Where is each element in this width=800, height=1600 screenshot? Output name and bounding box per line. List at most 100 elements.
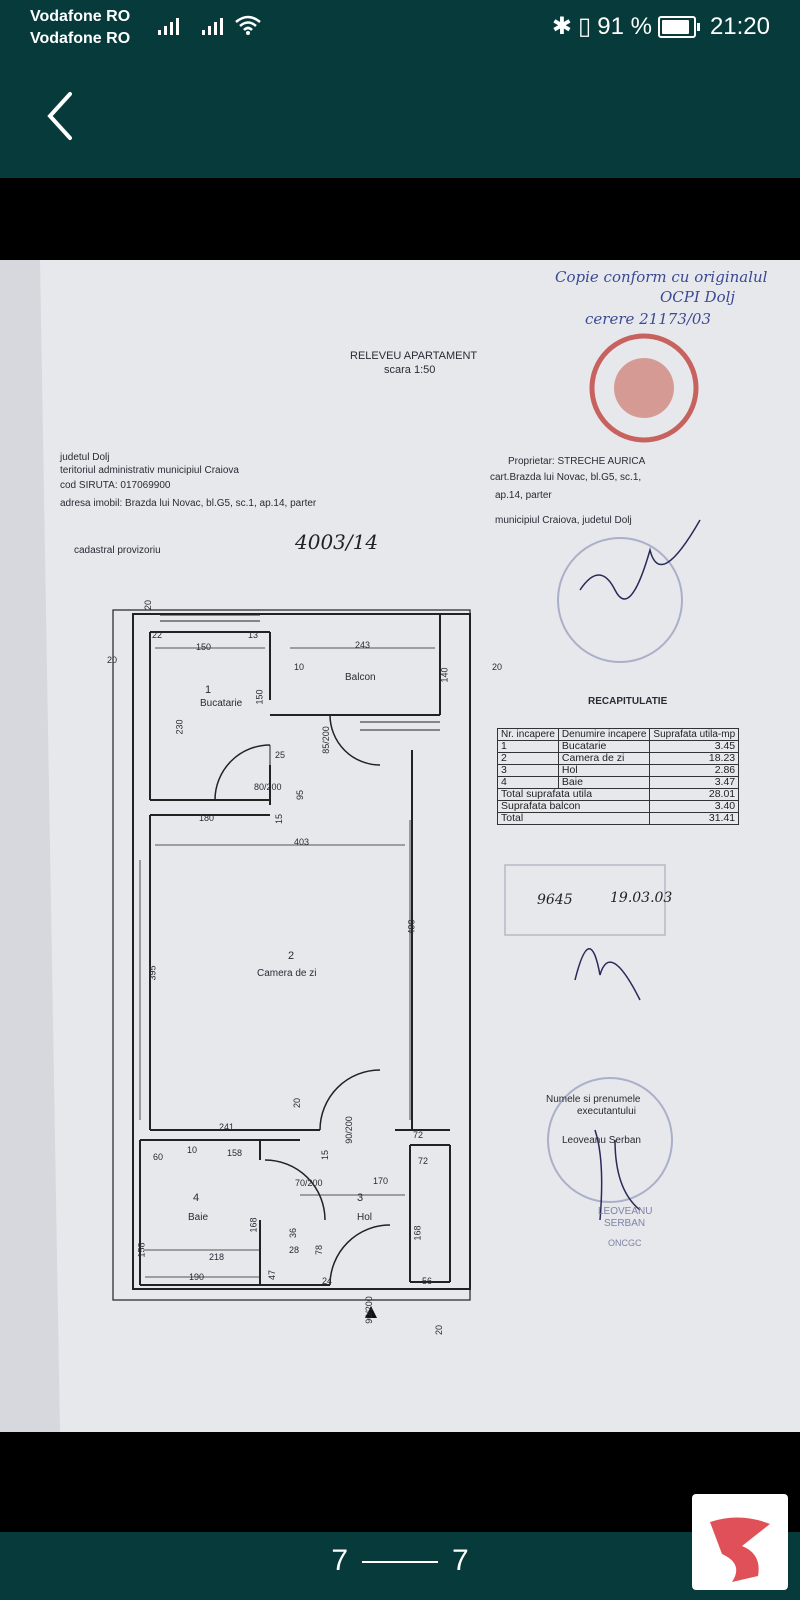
info-line-1: judetul Dolj <box>60 452 110 463</box>
dimension-label: 72 <box>413 1130 424 1140</box>
dimension-label: 24 <box>322 1276 333 1286</box>
bluetooth-icon: ✱ <box>551 13 573 40</box>
executant-label-1: Numele si prenumele <box>546 1094 641 1105</box>
owner-line-1: Proprietar: STRECHE AURICA <box>508 456 646 467</box>
recap-header: Suprafata utila-mp <box>649 728 740 741</box>
cell: Camera de zi <box>557 752 651 765</box>
dimension-label: 395 <box>147 965 158 981</box>
dimension-label: 10 <box>294 662 305 672</box>
dimension-label: 190 <box>189 1272 205 1282</box>
app-bar <box>0 56 800 178</box>
cell: 31.41 <box>649 812 740 825</box>
dimension-label: 20 <box>143 599 154 611</box>
handwritten-note-2: OCPI Dolj <box>660 288 736 306</box>
dimension-label: 218 <box>209 1252 225 1262</box>
handwritten-note-3: cerere 21173/03 <box>585 310 711 328</box>
recap-header: Denumire incapere <box>557 728 651 741</box>
carrier-2: Vodafone RO <box>30 30 131 47</box>
dimension-label: 95 <box>295 789 306 801</box>
dimension-label: 22 <box>152 630 163 640</box>
dimension-label: 15 <box>274 813 285 825</box>
dimension-label: 60 <box>153 1152 164 1162</box>
stamp-text-3: ONCGC <box>608 1238 642 1248</box>
doc-title: RELEVEU APARTAMENT <box>350 350 478 362</box>
cell: 2.86 <box>649 764 740 777</box>
dimension-label: 70/200 <box>295 1178 323 1188</box>
room-label: Bucatarie <box>200 698 243 709</box>
cell: Total <box>496 812 651 825</box>
dimension-label: 168 <box>412 1225 423 1241</box>
dimension-label: 20 <box>107 655 118 665</box>
cell: 3 <box>497 764 559 777</box>
carrier-1: Vodafone RO <box>30 8 131 25</box>
dimension-label: 243 <box>355 640 371 650</box>
battery-icon <box>657 15 700 38</box>
room-number: 4 <box>193 1192 200 1204</box>
dimension-label: 78 <box>314 1244 325 1256</box>
dimension-label: 72 <box>418 1156 429 1166</box>
cell: Total suprafata utila <box>496 788 651 801</box>
battery-fill <box>661 19 690 34</box>
cell: 1 <box>497 740 559 753</box>
recap-header: Nr. incapere <box>497 728 559 741</box>
stamp-text-1: LEOVEANU <box>598 1206 653 1217</box>
cell: 3.47 <box>649 776 740 789</box>
status-bar: Vodafone RO Vodafone RO ✱ ▯ 91 % 21:20 <box>0 0 800 56</box>
room-number: 3 <box>357 1192 364 1204</box>
executant-name: Leoveanu Serban <box>562 1135 641 1146</box>
stamp-number: 9645 <box>537 892 573 908</box>
room-label: Camera de zi <box>257 968 317 979</box>
signal-icon <box>156 16 186 40</box>
page-current: 7 <box>331 1544 348 1577</box>
cell: Bucatarie <box>557 740 651 753</box>
dimension-label: 241 <box>219 1122 235 1132</box>
cell: 3.45 <box>649 740 740 753</box>
dimension-label: 85/200 <box>320 726 331 754</box>
info-line-2: teritoriul administrativ municipiul Crai… <box>60 465 239 476</box>
dimension-label: 90/200 <box>343 1116 354 1144</box>
red-seal-icon <box>589 333 699 443</box>
dimension-label: 36 <box>288 1227 299 1239</box>
dimension-label: 13 <box>248 630 259 640</box>
stamp-text-2: SERBAN <box>604 1218 646 1229</box>
cell: 18.23 <box>649 752 740 765</box>
dimension-label: 168 <box>248 1217 259 1233</box>
dimension-label: 56 <box>422 1276 433 1286</box>
owner-line-3: ap.14, parter <box>495 490 552 501</box>
cadastral-value: 4003/14 <box>295 530 379 554</box>
wifi-icon <box>234 14 264 42</box>
dimension-label: 158 <box>227 1148 243 1158</box>
page-total: 7 <box>452 1544 469 1577</box>
dimension-label: 80/200 <box>254 782 282 792</box>
back-button[interactable] <box>40 86 80 146</box>
vibrate-icon: ▯ <box>578 13 592 40</box>
owner-line-4: municipiul Craiova, judetul Dolj <box>495 515 632 526</box>
battery-percent: 91 % <box>597 12 652 40</box>
dimension-label: 140 <box>439 667 450 683</box>
cell: Suprafata balcon <box>496 800 651 813</box>
signature-icon <box>579 519 701 600</box>
cell: 4 <box>497 776 559 789</box>
app-logo-icon[interactable] <box>692 1494 788 1590</box>
document-photo[interactable]: RELEVEU APARTAMENT scara 1:50 judetul Do… <box>0 260 800 1432</box>
room-label: Baie <box>188 1212 209 1223</box>
owner-line-2: cart.Brazda lui Novac, bl.G5, sc.1, <box>490 472 642 483</box>
cadastral-label: cadastral provizoriu <box>74 545 161 556</box>
cell: Baie <box>557 776 651 789</box>
dimension-label: 25 <box>275 750 286 760</box>
clock: 21:20 <box>709 12 770 40</box>
divider <box>362 1561 438 1564</box>
dimension-label: 47 <box>267 1269 278 1281</box>
dimension-label: 20 <box>434 1324 445 1336</box>
dimension-label: 150 <box>196 642 212 652</box>
stamp-date: 19.03.03 <box>610 890 673 906</box>
balcony-label: Balcon <box>345 672 376 683</box>
room-label: Hol <box>357 1212 373 1223</box>
